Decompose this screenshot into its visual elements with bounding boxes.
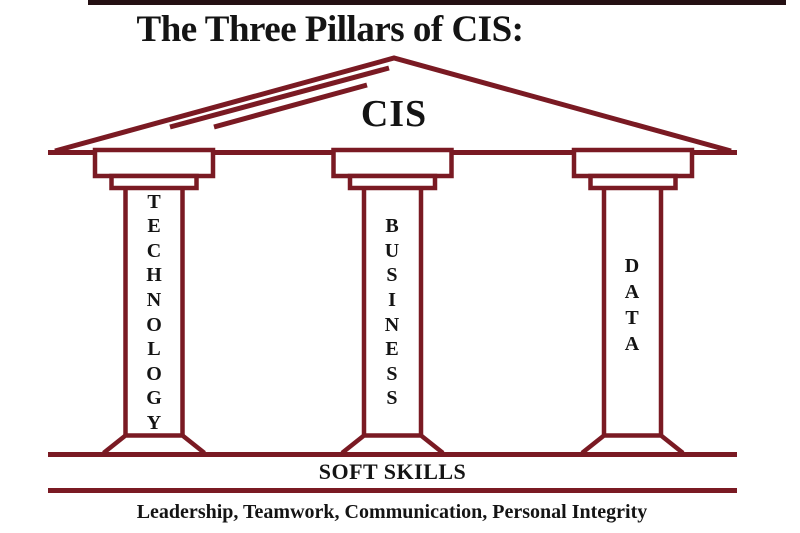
middle-pillar-base	[340, 433, 445, 455]
roof-decoration-line-1	[169, 65, 390, 130]
left-pillar-base	[102, 433, 206, 455]
base-sublabel: Leadership, Teamwork, Communication, Per…	[136, 501, 648, 523]
right-pillar-base	[580, 433, 685, 455]
diagram-title: The Three Pillars of CIS:	[136, 9, 524, 50]
right-pillar-shaft	[601, 188, 664, 437]
top-border-bar	[88, 0, 786, 5]
right-capital-bottom	[588, 173, 678, 191]
middle-pillar-shaft	[361, 188, 424, 437]
pillar-label-data: D A T A	[624, 254, 640, 355]
left-capital-bottom	[109, 173, 199, 191]
roof-outline	[54, 55, 732, 154]
middle-capital-bottom	[347, 173, 438, 191]
roof-label: CIS	[360, 93, 428, 135]
right-capital-top	[571, 147, 695, 179]
middle-capital-top	[331, 147, 454, 179]
pillar-label-business: B U S I N E S S	[384, 215, 400, 410]
base-label: SOFT SKILLS	[318, 459, 467, 484]
left-capital-top	[92, 147, 216, 179]
left-pillar-shaft	[123, 188, 185, 437]
roof-decoration-line-2	[213, 82, 368, 130]
pillar-label-technology: T E C H N O L O G Y	[146, 190, 162, 434]
